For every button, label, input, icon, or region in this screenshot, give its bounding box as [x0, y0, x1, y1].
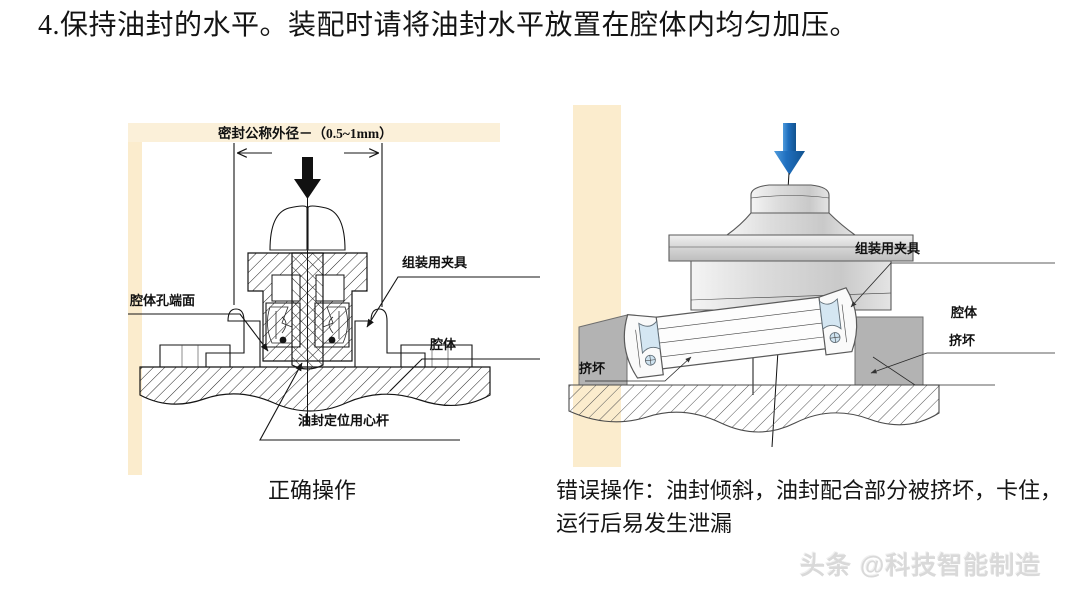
cavity-housing — [578, 314, 924, 386]
press-force-arrow — [294, 157, 321, 199]
figure-container: 密封公称外径－（0.5~1mm） — [0, 95, 1080, 515]
cavity-label: 腔体 — [429, 337, 457, 352]
cavity-label: 腔体 — [950, 305, 978, 320]
oil-seal-tilted — [623, 287, 858, 379]
leader-assembly-fixture — [850, 262, 1055, 308]
mandrel-head-right — [307, 205, 346, 251]
leader-crushed-left — [585, 356, 692, 382]
cavity-wall-right — [854, 316, 924, 386]
cavity-bore-face-label: 腔体孔端面 — [129, 293, 195, 308]
press-force-arrow — [774, 123, 805, 175]
oil-seal-left — [265, 302, 301, 348]
nominal-outer-diameter-label: 密封公称外径－（0.5~1mm） — [217, 125, 393, 141]
correct-installation-diagram: 密封公称外径－（0.5~1mm） — [120, 95, 540, 515]
beige-left-strip — [128, 123, 142, 475]
assembly-fixture-label: 组装用夹具 — [402, 255, 467, 270]
assembly-fixture-label: 组装用夹具 — [855, 241, 920, 256]
beige-top-banner — [128, 123, 500, 142]
incorrect-installation-diagram: 挤坏 组装用夹具 腔体 挤坏 — [555, 95, 1055, 515]
leader-cavity-bore-face — [128, 313, 269, 352]
oil-seal-right — [314, 302, 350, 348]
base-plate — [568, 384, 940, 433]
leader-crushed-right — [870, 352, 1055, 386]
crushed-left-label: 挤坏 — [579, 361, 605, 376]
leader-cavity — [389, 358, 540, 392]
mandrel-head — [269, 205, 308, 251]
leader-centering-mandrel — [259, 362, 460, 441]
caption-incorrect-operation: 错误操作：油封倾斜，油封配合部分被挤坏，卡住，运行后易发生泄漏 — [556, 478, 1063, 536]
assembly-fixture-body — [247, 252, 368, 370]
page-title: 4.保持油封的水平。装配时请将油封水平放置在腔体内均匀加压。 — [38, 10, 859, 41]
caption-correct-operation: 正确操作 — [268, 478, 357, 503]
leader-assembly-fixture — [366, 276, 540, 328]
crushed-right-label: 挤坏 — [949, 333, 975, 348]
watermark: 头条 @科技智能制造 — [800, 552, 1042, 580]
base-plate — [139, 366, 491, 412]
centering-mandrel-label: 油封定位用心杆 — [298, 413, 389, 428]
